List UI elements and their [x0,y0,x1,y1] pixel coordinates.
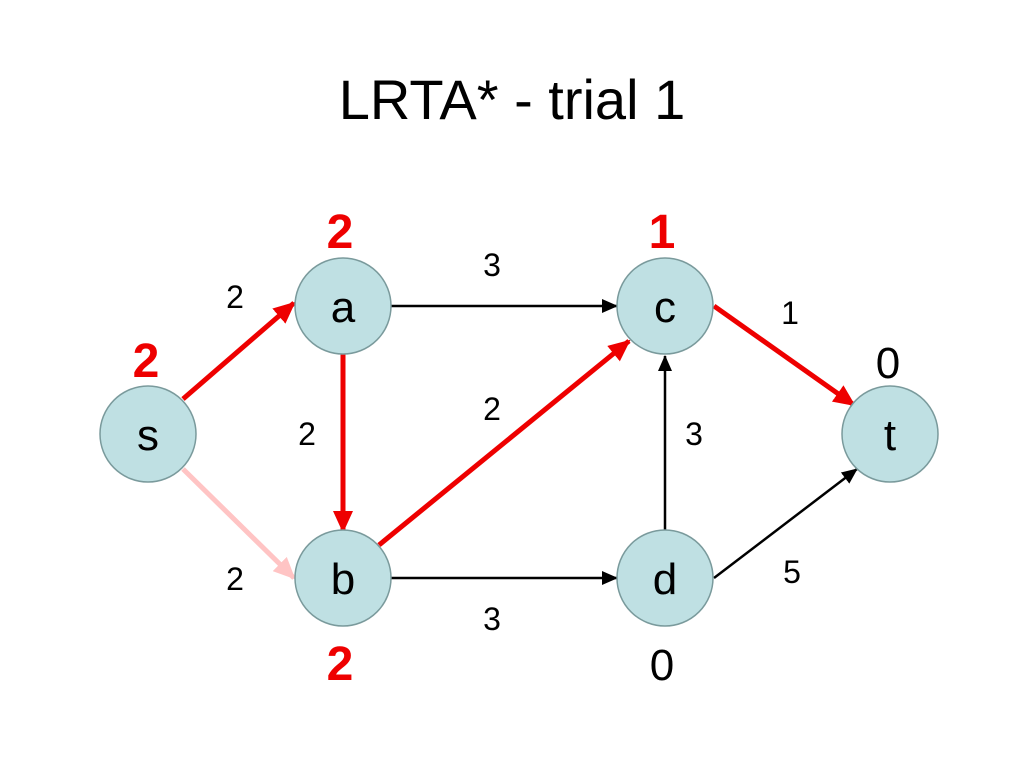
heuristic-c: 1 [649,206,676,259]
edge-b-c [377,339,631,547]
weight-a-c: 3 [483,247,501,283]
node-label-s: s [137,411,159,460]
edge-c-t [712,303,856,408]
weight-d-c: 3 [685,416,703,452]
weight-b-c: 2 [483,391,501,427]
heuristic-b: 2 [327,638,354,691]
node-d: d [616,529,714,627]
node-label-d: d [653,555,677,604]
weight-a-b: 2 [298,416,316,452]
edge-d-t [713,468,858,579]
node-t: t [841,385,939,483]
heuristic-t: 0 [876,339,900,388]
node-label-c: c [654,283,676,332]
weight-s-a: 2 [226,279,244,315]
weight-b-d: 3 [483,601,501,637]
node-a: a [294,257,392,355]
heuristic-d: 0 [650,641,674,690]
edge-s-a [181,301,296,401]
node-c: c [616,257,714,355]
node-label-t: t [884,411,896,460]
heuristic-s: 2 [133,335,160,388]
edge-s-b [181,467,296,580]
weight-d-t: 5 [783,554,801,590]
weight-s-b: 2 [226,561,244,597]
weight-c-t: 1 [781,295,799,331]
node-b: b [294,529,392,627]
node-label-a: a [331,283,356,332]
node-s: s [99,385,197,483]
node-label-b: b [331,555,355,604]
heuristic-a: 2 [327,206,354,259]
slide-title: LRTA* - trial 1 [338,68,686,131]
